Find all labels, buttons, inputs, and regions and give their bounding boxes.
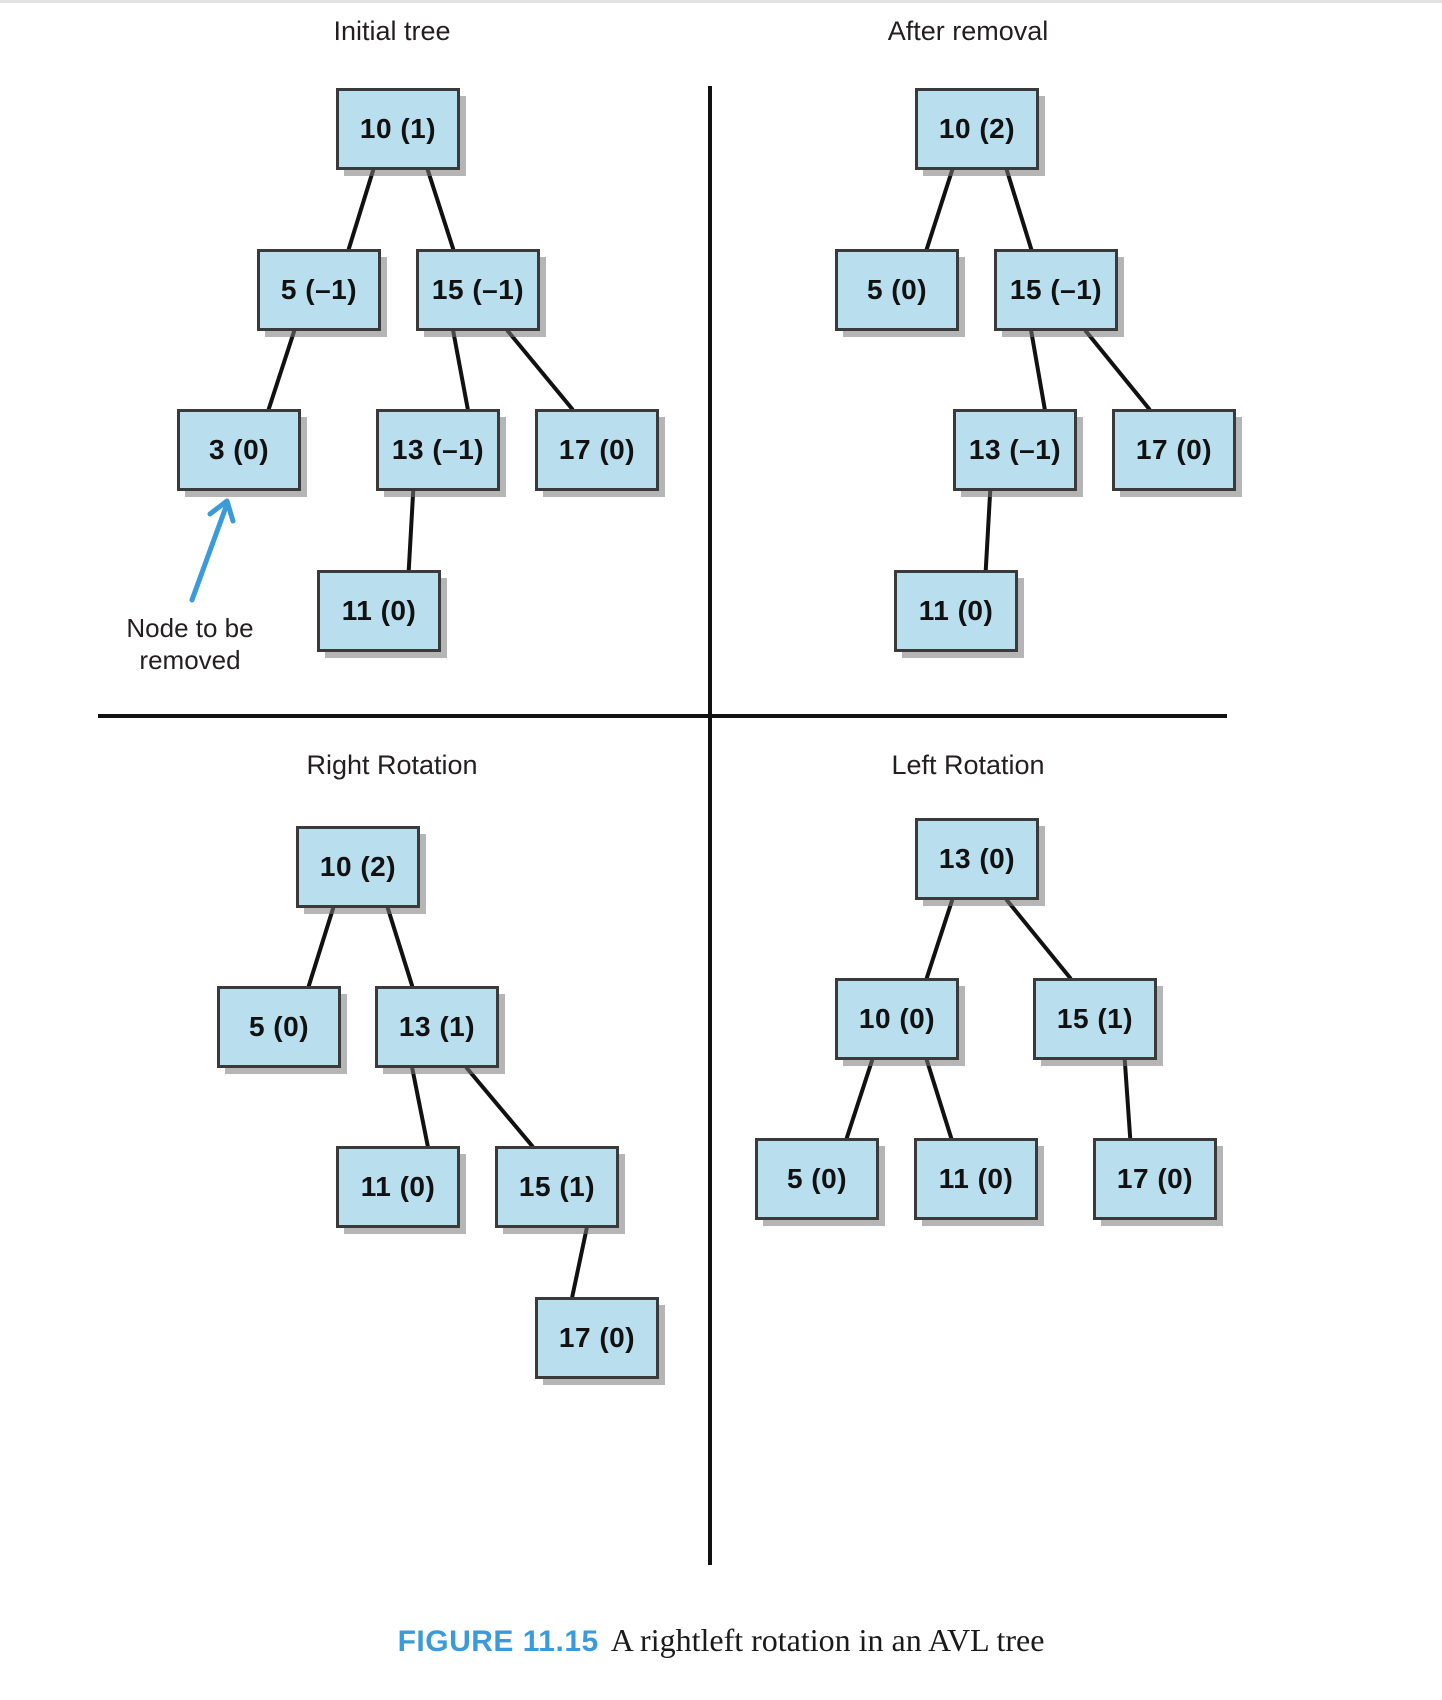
tree-edge-l13-to-l15 (1004, 898, 1073, 980)
tree-node-right-rotation-g17: 17 (0) (535, 1297, 659, 1379)
tree-node-label: 17 (0) (558, 434, 636, 465)
tree-edge-n15-to-n13 (451, 329, 470, 411)
tree-node-after-removal-r10: 10 (2) (915, 88, 1039, 170)
tree-node-label: 5 (0) (786, 1163, 848, 1194)
panel-title-after-removal: After removal (887, 16, 1049, 46)
tree-node-label: 13 (–1) (968, 434, 1062, 465)
tree-node-label: 10 (2) (938, 113, 1016, 144)
tree-node-label: 15 (–1) (1009, 274, 1103, 305)
panel-title-initial-tree: Initial tree (333, 16, 451, 46)
tree-node-left-rotation-l5: 5 (0) (755, 1138, 879, 1220)
tree-edge-r15-to-r13 (1029, 329, 1047, 411)
tree-node-label: 11 (0) (360, 1171, 436, 1202)
tree-node-initial-tree-n13: 13 (–1) (376, 409, 500, 491)
panel-title-right-rotation: Right Rotation (306, 750, 478, 780)
tree-node-after-removal-r5: 5 (0) (835, 249, 959, 331)
tree-node-right-rotation-g11: 11 (0) (336, 1146, 460, 1228)
tree-node-after-removal-r15: 15 (–1) (994, 249, 1118, 331)
top-rule-divider (0, 0, 1442, 3)
tree-node-label: 5 (–1) (280, 274, 358, 305)
tree-edge-l10-to-l5 (844, 1058, 875, 1140)
tree-edge-r15-to-r17 (1083, 329, 1152, 411)
tree-node-after-removal-r17: 17 (0) (1112, 409, 1236, 491)
tree-node-right-rotation-g13: 13 (1) (375, 986, 499, 1068)
tree-node-label: 17 (0) (558, 1322, 636, 1353)
tree-node-after-removal-r11: 11 (0) (894, 570, 1018, 652)
tree-edge-n13-to-n11 (406, 489, 416, 572)
tree-node-label: 15 (–1) (431, 274, 525, 305)
tree-edge-g10-to-g13 (385, 906, 415, 988)
tree-edge-g13-to-g15 (464, 1066, 535, 1148)
tree-edge-l10-to-l11 (924, 1058, 954, 1140)
tree-node-initial-tree-n10: 10 (1) (336, 88, 460, 170)
tree-node-right-rotation-g15: 15 (1) (495, 1146, 619, 1228)
tree-node-label: 15 (1) (1056, 1003, 1134, 1034)
figure-caption: FIGURE 11.15 A rightleft rotation in an A… (0, 1622, 1442, 1659)
tree-node-right-rotation-g10: 10 (2) (296, 826, 420, 908)
tree-node-label: 15 (1) (518, 1171, 596, 1202)
tree-node-right-rotation-g5: 5 (0) (217, 986, 341, 1068)
tree-node-label: 11 (0) (341, 595, 417, 626)
tree-node-left-rotation-l10: 10 (0) (835, 978, 959, 1060)
tree-edge-g15-to-g17 (570, 1226, 589, 1299)
tree-node-initial-tree-n3: 3 (0) (177, 409, 301, 491)
tree-edge-l13-to-l10 (924, 898, 955, 980)
figure-caption-text: A rightleft rotation in an AVL tree (610, 1622, 1045, 1658)
tree-edge-r13-to-r11 (983, 489, 993, 572)
panel-title-left-rotation: Left Rotation (891, 750, 1045, 780)
tree-node-label: 11 (0) (918, 595, 994, 626)
node-to-be-removed-annotation: Node to be removed (110, 613, 270, 676)
tree-node-initial-tree-n11: 11 (0) (317, 570, 441, 652)
annotation-line-1: Node to be (126, 613, 254, 643)
tree-node-label: 13 (0) (938, 843, 1016, 874)
tree-node-left-rotation-l17: 17 (0) (1093, 1138, 1217, 1220)
tree-node-label: 5 (0) (248, 1011, 310, 1042)
tree-node-label: 10 (2) (319, 851, 397, 882)
tree-edge-r10-to-r15 (1004, 168, 1034, 251)
tree-node-left-rotation-l15: 15 (1) (1033, 978, 1157, 1060)
node-to-be-removed-arrow (189, 498, 236, 603)
annotation-line-2: removed (139, 644, 241, 675)
tree-node-label: 10 (0) (858, 1003, 936, 1034)
tree-node-initial-tree-n5: 5 (–1) (257, 249, 381, 331)
tree-edge-n10-to-n5 (346, 168, 376, 251)
tree-edge-n5-to-n3 (266, 329, 297, 411)
tree-node-label: 10 (1) (359, 113, 437, 144)
tree-node-label: 5 (0) (866, 274, 928, 305)
tree-edge-l15-to-l17 (1122, 1058, 1133, 1140)
tree-edge-g13-to-g11 (410, 1066, 430, 1148)
figure-label: FIGURE 11.15 (397, 1625, 599, 1658)
tree-edge-n15-to-n17 (505, 329, 575, 411)
tree-node-label: 11 (0) (938, 1163, 1014, 1194)
tree-edge-n10-to-n15 (425, 168, 456, 251)
tree-node-label: 17 (0) (1135, 434, 1213, 465)
tree-node-label: 13 (–1) (391, 434, 485, 465)
tree-node-left-rotation-l11: 11 (0) (914, 1138, 1038, 1220)
tree-node-left-rotation-l13: 13 (0) (915, 818, 1039, 900)
tree-node-label: 3 (0) (208, 434, 270, 465)
tree-edge-r10-to-r5 (924, 168, 955, 251)
tree-node-label: 17 (0) (1116, 1163, 1194, 1194)
tree-node-initial-tree-n17: 17 (0) (535, 409, 659, 491)
tree-node-label: 13 (1) (398, 1011, 476, 1042)
tree-node-initial-tree-n15: 15 (–1) (416, 249, 540, 331)
tree-node-after-removal-r13: 13 (–1) (953, 409, 1077, 491)
tree-edge-g10-to-g5 (306, 906, 336, 988)
